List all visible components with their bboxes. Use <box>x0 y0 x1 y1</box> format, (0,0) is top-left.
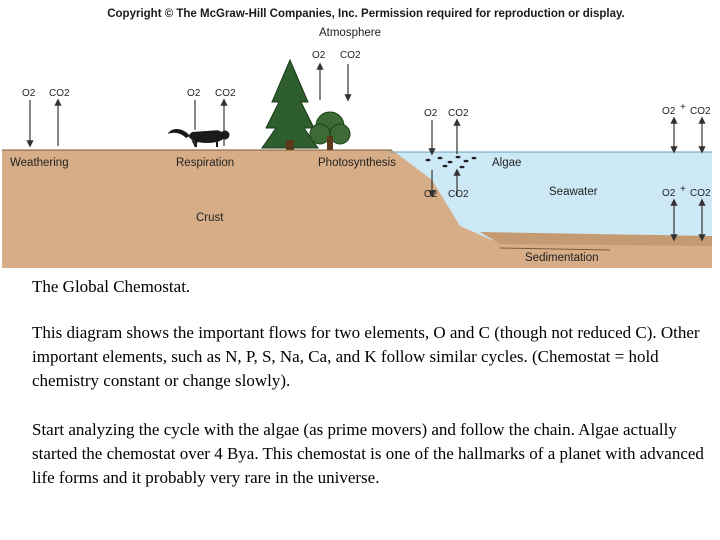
o2-label: O2 <box>662 188 676 199</box>
co2-label: CO2 <box>215 88 236 99</box>
caption-title: The Global Chemostat. <box>32 277 191 296</box>
o2-label: O2 <box>187 88 201 99</box>
seawater-label: Seawater <box>549 186 598 198</box>
weathering-gas-exchange: O2 CO2 <box>22 88 70 148</box>
crust-body <box>2 150 712 268</box>
co2-label: CO2 <box>448 189 469 200</box>
copyright-notice: Copyright © The McGraw-Hill Companies, I… <box>107 8 625 20</box>
algae-dots <box>425 155 477 169</box>
o2-label: O2 <box>312 50 326 61</box>
respiration-label: Respiration <box>176 157 234 169</box>
crust-label: Crust <box>196 212 224 224</box>
pine-tree-illustration <box>261 58 319 150</box>
caption-paragraph-2: Start analyzing the cycle with the algae… <box>32 420 704 487</box>
ocean-atmosphere-gas-exchange: O2 + CO2 <box>662 102 711 154</box>
o2-label: O2 <box>662 106 676 117</box>
sedimentation-pointer <box>499 247 611 251</box>
plus-sign: + <box>680 184 686 195</box>
co2-label: CO2 <box>690 188 711 199</box>
co2-label: CO2 <box>448 108 469 119</box>
caption-paragraph-1: This diagram shows the important flows f… <box>32 323 700 390</box>
algae-surface-gas-exchange: O2 CO2 <box>424 108 469 156</box>
o2-label: O2 <box>22 88 36 99</box>
co2-label: CO2 <box>340 50 361 61</box>
diagram-canvas: Copyright © The McGraw-Hill Companies, I… <box>2 8 712 268</box>
algae-label: Algae <box>492 157 521 169</box>
photosynthesis-gas-exchange: O2 CO2 <box>312 50 361 102</box>
seawater-sediment-gas-exchange: O2 + CO2 <box>662 184 711 242</box>
atmosphere-label: Atmosphere <box>319 27 381 39</box>
o2-label: O2 <box>424 189 438 200</box>
broadleaf-tree-illustration <box>309 111 351 150</box>
algae-water-gas-exchange: O2 CO2 <box>424 168 469 200</box>
skunk-illustration <box>168 128 230 147</box>
co2-label: CO2 <box>49 88 70 99</box>
weathering-label: Weathering <box>10 157 69 169</box>
plus-sign: + <box>680 102 686 113</box>
sediment-layer <box>480 232 712 246</box>
o2-label: O2 <box>424 108 438 119</box>
co2-label: CO2 <box>690 106 711 117</box>
chemostat-diagram: Copyright © The McGraw-Hill Companies, I… <box>2 8 712 268</box>
photosynthesis-label: Photosynthesis <box>318 157 396 169</box>
sedimentation-label: Sedimentation <box>525 252 599 264</box>
